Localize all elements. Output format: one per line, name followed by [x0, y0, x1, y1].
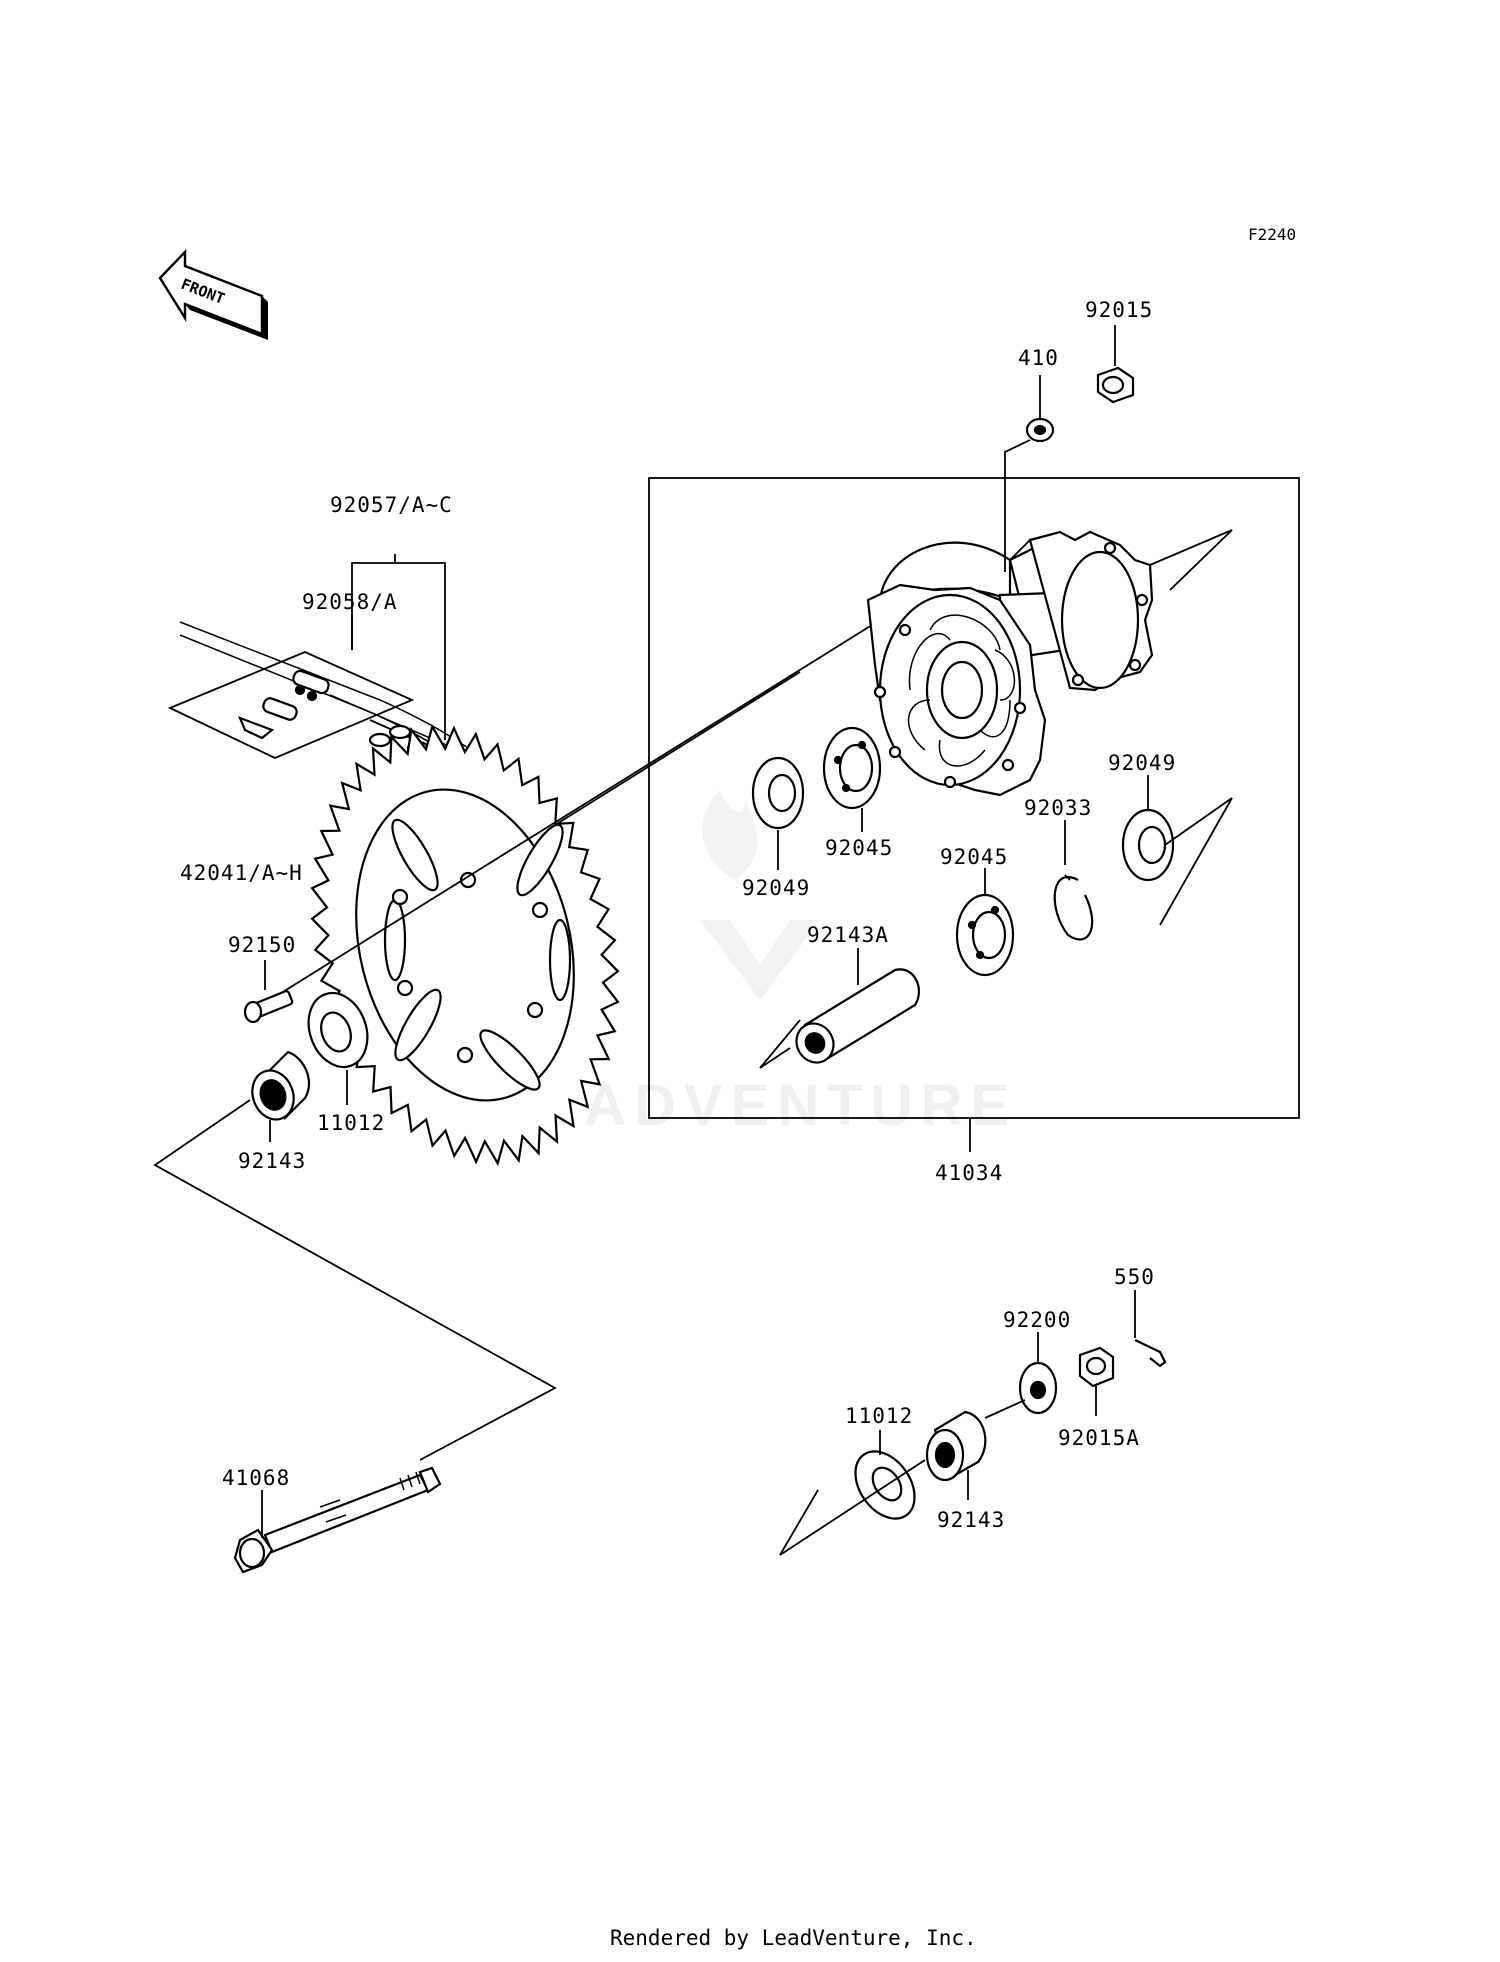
callout-42041: 42041/A~H	[180, 861, 303, 885]
bolt-92150	[243, 990, 294, 1024]
callout-11012-left: 11012	[317, 1111, 385, 1135]
oil-seal-92049-right	[1121, 808, 1175, 882]
front-arrow-icon: FRONT	[158, 249, 268, 340]
bearing-92045-upper	[822, 726, 882, 810]
callout-92150: 92150	[228, 933, 296, 957]
callout-92143-left: 92143	[238, 1149, 306, 1173]
callout-92058: 92058/A	[302, 590, 398, 614]
wheel-hub	[866, 530, 1154, 797]
figure-code: F2240	[1248, 225, 1296, 244]
callout-92033: 92033	[1024, 796, 1092, 820]
callout-550: 550	[1114, 1265, 1155, 1289]
collar-92143-right	[925, 1410, 987, 1482]
collar-92143A	[795, 968, 920, 1064]
callout-92057: 92057/A~C	[330, 493, 453, 517]
axle-41068	[233, 1466, 442, 1574]
callouts: 92015 410 92057/A~C 92058/A 42041/A~H 92…	[180, 298, 1176, 1532]
callout-92045-upper: 92045	[825, 836, 893, 860]
collar-92143-left	[251, 1050, 311, 1121]
callout-41034: 41034	[935, 1161, 1003, 1185]
callout-92200: 92200	[1003, 1308, 1071, 1332]
callout-92015A: 92015A	[1058, 1426, 1140, 1450]
nut-92015	[1096, 366, 1135, 404]
oil-seal-92049-left	[751, 756, 805, 830]
washer-92200	[1018, 1361, 1058, 1415]
callout-92143-right: 92143	[937, 1508, 1005, 1532]
callout-92143A: 92143A	[807, 923, 889, 947]
circlip-92033	[1053, 874, 1094, 941]
footer-credit: Rendered by LeadVenture, Inc.	[610, 1926, 977, 1950]
callout-11012-right: 11012	[845, 1404, 913, 1428]
callout-41068: 41068	[222, 1466, 290, 1490]
hub-assembly-box	[648, 477, 1300, 1119]
washer-410	[1025, 417, 1055, 443]
bearing-92045-lower	[955, 893, 1015, 977]
washer-11012-left	[307, 991, 369, 1069]
callout-92049-right: 92049	[1108, 751, 1176, 775]
master-link-kit	[167, 651, 415, 759]
cotter-pin-550	[1134, 1339, 1167, 1368]
nut-92015A	[1078, 1346, 1115, 1388]
callout-92015: 92015	[1085, 298, 1153, 322]
callout-92045-lower: 92045	[940, 845, 1008, 869]
rear-sprocket	[310, 723, 620, 1167]
callout-92049-left: 92049	[742, 876, 810, 900]
callout-410: 410	[1018, 346, 1059, 370]
washer-11012-right	[854, 1450, 916, 1520]
